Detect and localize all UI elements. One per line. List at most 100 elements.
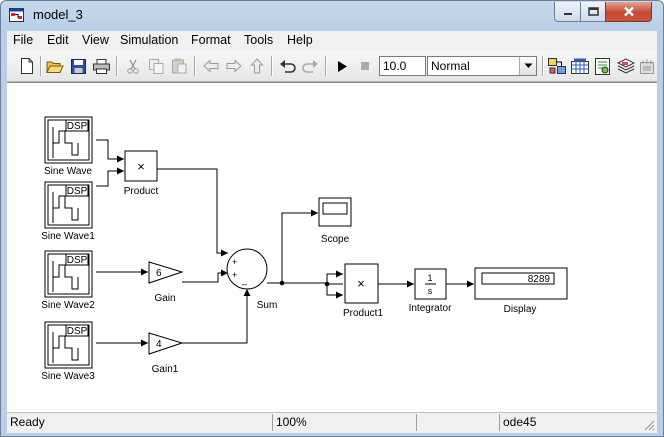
label-sine-wave3: Sine Wave3 xyxy=(41,371,95,382)
simulation-mode-select[interactable]: Normal xyxy=(427,56,537,76)
wire-sine-product-1[interactable] xyxy=(96,139,124,163)
cut-icon xyxy=(127,59,139,74)
block-scope[interactable] xyxy=(318,197,352,227)
product-symbol: × xyxy=(137,159,145,174)
label-gain: Gain xyxy=(154,293,175,304)
block-sine-wave[interactable]: DSP xyxy=(44,116,93,164)
menu-bar: File Edit View Simulation Format Tools H… xyxy=(7,31,657,51)
stack-button[interactable] xyxy=(616,56,636,76)
minimize-button[interactable] xyxy=(554,2,582,22)
chevron-down-icon[interactable] xyxy=(519,57,536,75)
forward-button[interactable] xyxy=(224,56,244,76)
open-button[interactable] xyxy=(45,56,65,76)
undo-button[interactable] xyxy=(277,56,297,76)
model-explorer-icon xyxy=(571,58,589,74)
block-product1[interactable]: × xyxy=(344,263,379,304)
undo-icon xyxy=(279,60,296,73)
status-bar: Ready 100% ode45 xyxy=(7,412,657,433)
label-integrator: Integrator xyxy=(409,303,452,314)
start-simulation-button[interactable] xyxy=(332,56,352,76)
wire-sum-branch[interactable] xyxy=(267,282,343,285)
simulation-mode-value: Normal xyxy=(431,59,470,73)
block-sum[interactable]: + + – xyxy=(226,248,268,290)
block-sine-wave2[interactable]: DSP xyxy=(44,250,93,298)
copy-button[interactable] xyxy=(146,56,166,76)
back-button[interactable] xyxy=(201,56,221,76)
label-gain1: Gain1 xyxy=(152,364,179,375)
stop-time-input[interactable]: 10.0 xyxy=(379,56,426,76)
resize-grip-icon[interactable] xyxy=(643,419,655,431)
gain1-value: 4 xyxy=(156,339,162,350)
menu-edit[interactable]: Edit xyxy=(47,33,69,47)
wire-branch-product1-2[interactable] xyxy=(326,284,343,299)
menu-tools[interactable]: Tools xyxy=(244,33,274,47)
library-browser-button[interactable] xyxy=(547,56,567,76)
wire-sine1-product-2[interactable] xyxy=(96,167,124,187)
label-scope: Scope xyxy=(321,234,350,245)
toolbar: 10.0 Normal xyxy=(7,51,657,82)
sum-plus-1: + xyxy=(232,257,237,267)
dsp-badge: DSP xyxy=(67,255,88,266)
maximize-icon xyxy=(588,7,599,16)
paste-icon xyxy=(171,58,186,74)
label-display: Display xyxy=(504,304,537,315)
label-sine-wave2: Sine Wave2 xyxy=(41,300,95,311)
block-product[interactable]: × xyxy=(124,150,158,182)
solver-name: ode45 xyxy=(499,414,641,431)
simulink-app-icon[interactable] xyxy=(9,8,24,22)
redo-button[interactable] xyxy=(300,56,320,76)
wire-gain1-sum[interactable] xyxy=(182,289,251,344)
close-icon xyxy=(623,6,634,17)
label-sine-wave1: Sine Wave1 xyxy=(41,231,95,242)
print-button[interactable] xyxy=(91,56,111,76)
model-explorer-button[interactable] xyxy=(570,56,590,76)
new-model-button[interactable] xyxy=(17,56,37,76)
sum-minus: – xyxy=(242,279,247,289)
save-button[interactable] xyxy=(68,56,88,76)
debugger-button[interactable] xyxy=(593,56,613,76)
debugger-icon xyxy=(595,57,610,75)
redo-icon xyxy=(301,60,318,73)
new-icon xyxy=(21,58,33,74)
label-sum: Sum xyxy=(257,300,278,311)
stop-simulation-button[interactable] xyxy=(355,56,375,76)
block-gain[interactable]: 6 xyxy=(148,261,184,284)
integrator-numerator: 1 xyxy=(427,273,432,283)
label-product: Product xyxy=(124,186,159,197)
up-button[interactable] xyxy=(247,56,267,76)
status-field-empty xyxy=(416,414,498,431)
branch-point xyxy=(279,280,285,286)
product1-symbol: × xyxy=(357,276,365,291)
build-button[interactable] xyxy=(637,56,657,76)
dsp-badge: DSP xyxy=(67,186,88,197)
integrator-denominator: s xyxy=(428,286,433,296)
maximize-button[interactable] xyxy=(580,2,607,22)
menu-view[interactable]: View xyxy=(82,33,109,47)
cut-button[interactable] xyxy=(123,56,143,76)
save-icon xyxy=(70,58,86,74)
menu-simulation[interactable]: Simulation xyxy=(120,33,179,47)
build-icon xyxy=(640,59,654,74)
wire-branch-product1-1[interactable] xyxy=(326,270,343,284)
block-gain1[interactable]: 4 xyxy=(148,332,184,355)
wire-product-sum[interactable] xyxy=(157,168,228,257)
menu-file[interactable]: File xyxy=(13,33,34,47)
menu-format[interactable]: Format xyxy=(191,33,231,47)
wire-gain-sum[interactable] xyxy=(182,269,228,283)
title-bar[interactable]: model_3 xyxy=(1,1,663,29)
stack-icon xyxy=(617,58,635,74)
block-sine-wave1[interactable]: DSP xyxy=(44,181,93,229)
gain-value: 6 xyxy=(156,268,162,279)
minimize-icon xyxy=(564,12,572,15)
menu-help[interactable]: Help xyxy=(287,33,313,47)
paste-button[interactable] xyxy=(169,56,189,76)
wire-branch-scope[interactable] xyxy=(281,209,318,283)
copy-icon xyxy=(148,58,163,74)
block-sine-wave3[interactable]: DSP xyxy=(44,321,93,369)
close-button[interactable] xyxy=(605,2,652,22)
zoom-level: 100% xyxy=(272,414,416,431)
model-canvas[interactable]: DSP Sine Wave DSP Sine Wave1 DSP Sine Wa… xyxy=(7,82,657,412)
block-display[interactable]: 8289 xyxy=(474,267,568,300)
block-integrator[interactable]: 1 s xyxy=(414,268,447,300)
